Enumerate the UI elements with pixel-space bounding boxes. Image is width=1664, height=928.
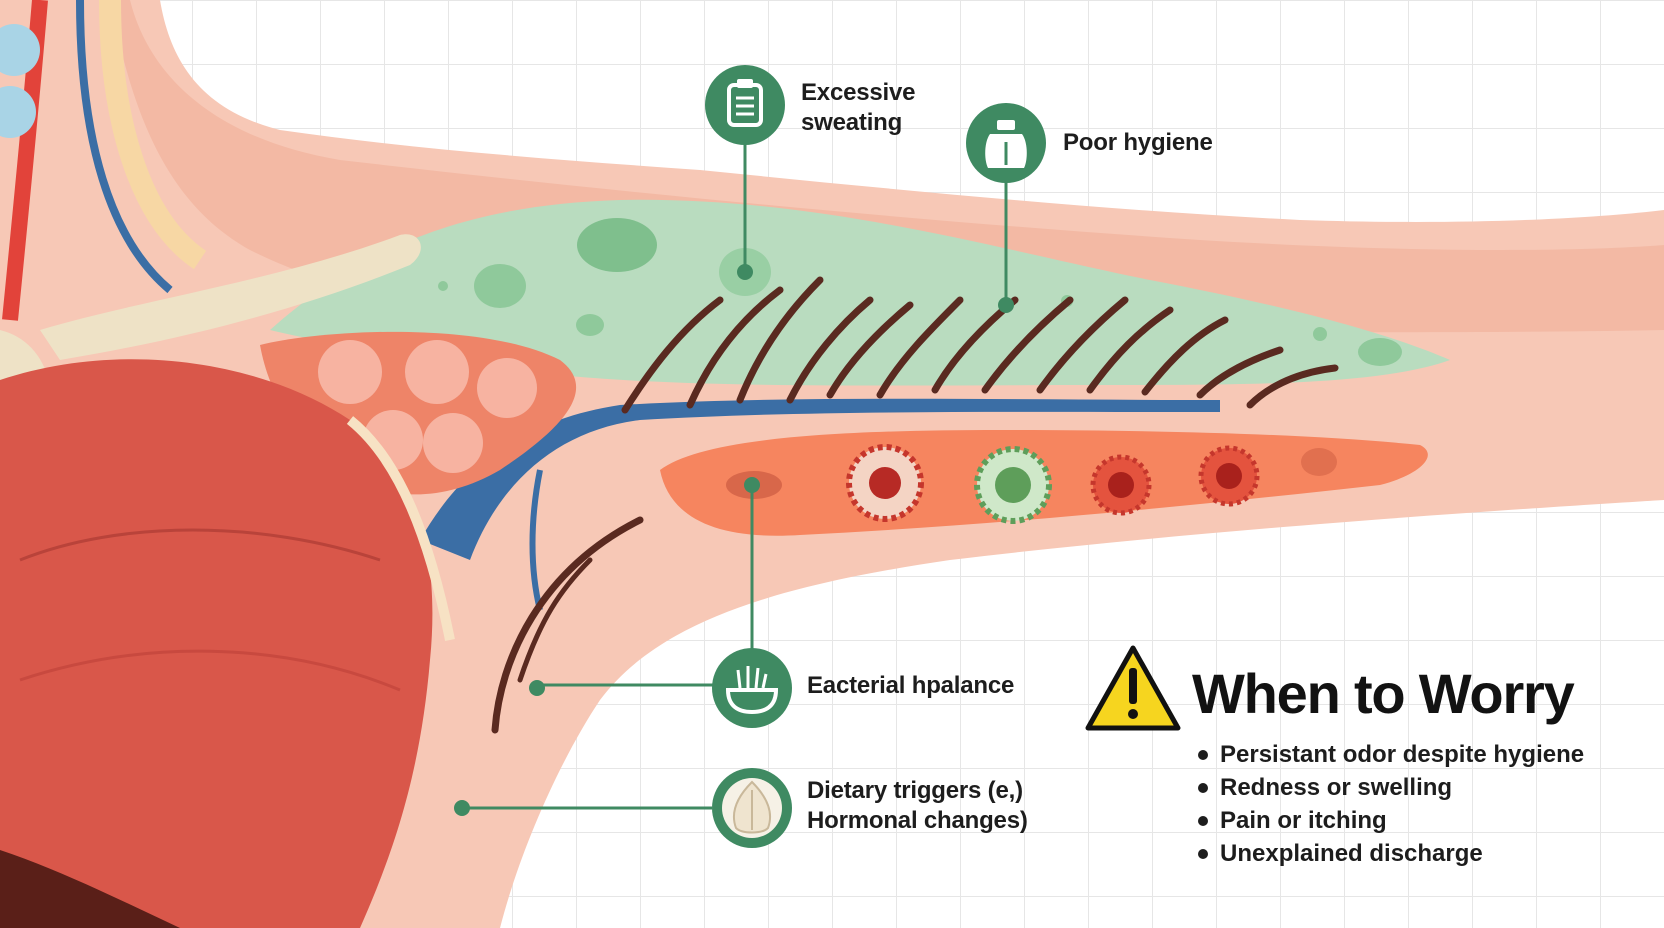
clipboard-icon	[705, 65, 785, 145]
callout-line: Hormonal changes)	[807, 807, 1028, 834]
anchor-dot	[744, 477, 760, 493]
eccrine-gland-layer	[270, 199, 1450, 386]
gland-cell	[438, 281, 448, 291]
warning-item: Unexplained discharge	[1196, 837, 1584, 870]
callout-line: Excessive	[801, 79, 916, 106]
anchor-dot	[529, 680, 545, 696]
hair	[786, 296, 874, 404]
dark-cavity	[0, 850, 180, 928]
garlic-icon	[712, 768, 792, 848]
hair	[1086, 306, 1174, 394]
hair-follicles	[491, 276, 1339, 734]
warning-item: Persistant odor despite hygiene	[1196, 738, 1584, 771]
gland-cell	[577, 218, 657, 272]
nerve	[99, 0, 207, 270]
gland-cell	[1313, 327, 1327, 341]
lymph-node	[0, 24, 40, 76]
warning-list: Persistant odor despite hygiene Redness …	[1196, 738, 1584, 870]
bacterium-core	[995, 467, 1031, 503]
fat-lobule	[477, 358, 537, 418]
anchor-dot	[737, 264, 753, 280]
hair	[1196, 346, 1284, 399]
anchor-dot	[998, 297, 1014, 313]
hair-long	[517, 557, 593, 683]
fat-lobule	[423, 413, 483, 473]
deodorant-bottle-icon	[966, 103, 1046, 183]
callout-dietary-hormonal: Dietary triggers (e,) Hormonal changes)	[807, 776, 1028, 836]
callout-line: Poor hygiene	[1063, 129, 1213, 156]
lymph-node	[0, 86, 36, 138]
hair	[876, 296, 964, 399]
bone	[40, 234, 421, 360]
bacteria-cluster	[846, 444, 1260, 524]
tissue-boundary	[346, 416, 455, 641]
bacterium-core	[1108, 472, 1134, 498]
hair	[1141, 316, 1229, 396]
bacteria-dish-icon	[712, 648, 792, 728]
callout-excessive-sweating: Excessive sweating	[801, 78, 916, 138]
gland-cell	[576, 314, 604, 336]
hair	[686, 286, 784, 409]
muscle-fold	[19, 649, 401, 692]
apocrine-cell	[1301, 448, 1337, 476]
callout-line: sweating	[801, 109, 903, 136]
callout-bacterial-imbalance: Eacterial hpalance	[807, 671, 1014, 701]
vein-branch	[529, 469, 543, 611]
warning-item: Pain or itching	[1196, 804, 1584, 837]
gland-cell	[1358, 338, 1402, 366]
fat-lobule	[405, 340, 469, 404]
bacterium-core	[869, 467, 901, 499]
warning-triangle-icon	[1085, 645, 1181, 731]
hair	[621, 296, 724, 414]
callout-line: Eacterial hpalance	[807, 672, 1015, 699]
callout-poor-hygiene: Poor hygiene	[1063, 128, 1213, 158]
muscle-fold	[19, 528, 381, 562]
fat-lobule	[318, 340, 382, 404]
warning-item: Redness or swelling	[1196, 771, 1584, 804]
hair	[981, 296, 1074, 394]
hair	[736, 276, 824, 404]
anchor-dot	[454, 800, 470, 816]
hair	[1036, 296, 1129, 394]
hair	[826, 301, 914, 399]
hair-long	[491, 516, 644, 734]
hair	[1246, 364, 1339, 409]
bacterium-core	[1216, 463, 1242, 489]
vein-left	[76, 0, 173, 294]
gland-cell	[474, 264, 526, 308]
muscle	[0, 359, 433, 928]
warning-title: When to Worry	[1192, 662, 1575, 725]
callout-line: Dietary triggers (e,)	[807, 777, 1023, 804]
